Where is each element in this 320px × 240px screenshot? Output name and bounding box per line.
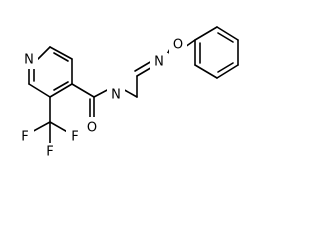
molecule-structure: N N O N O F F F <box>16 26 239 161</box>
bond <box>217 62 234 73</box>
atom-label-background <box>83 117 101 135</box>
atom-labels: N N O N O F F F <box>16 36 187 161</box>
atom-label-fluorine-right: F <box>71 130 78 145</box>
bond <box>134 60 153 72</box>
bond <box>194 26 218 41</box>
bond <box>49 83 73 98</box>
atom-label-background <box>150 53 168 71</box>
atom-label-amide-nitrogen: N <box>111 88 121 103</box>
atom-label-fluorine-bottom: F <box>46 145 53 160</box>
bond <box>53 81 69 91</box>
atom-label-oxime-nitrogen: N <box>154 55 164 70</box>
atom-label-background <box>41 143 59 161</box>
bond <box>194 64 218 79</box>
atom-label-background <box>169 36 187 54</box>
phenyl-ring <box>194 26 239 79</box>
bond <box>216 64 239 79</box>
atom-label-pyridine-nitrogen: N <box>24 53 34 68</box>
trifluoromethyl-group <box>27 96 72 148</box>
bond <box>71 83 95 98</box>
atom-label-background <box>16 128 34 146</box>
atom-label-background <box>66 128 84 146</box>
amide-group <box>71 83 112 123</box>
bond <box>53 52 69 62</box>
bond <box>49 46 73 60</box>
atom-label-fluorine-left: F <box>21 130 28 145</box>
atom-label-carbonyl-oxygen: O <box>87 121 97 136</box>
bond <box>28 83 51 98</box>
bond <box>216 26 239 41</box>
atom-label-background <box>20 51 38 69</box>
pyridine-ring <box>28 46 73 98</box>
atom-label-background <box>107 86 125 104</box>
bond <box>37 46 51 60</box>
atom-label-oxime-oxygen: O <box>173 38 183 53</box>
bond <box>217 32 234 43</box>
